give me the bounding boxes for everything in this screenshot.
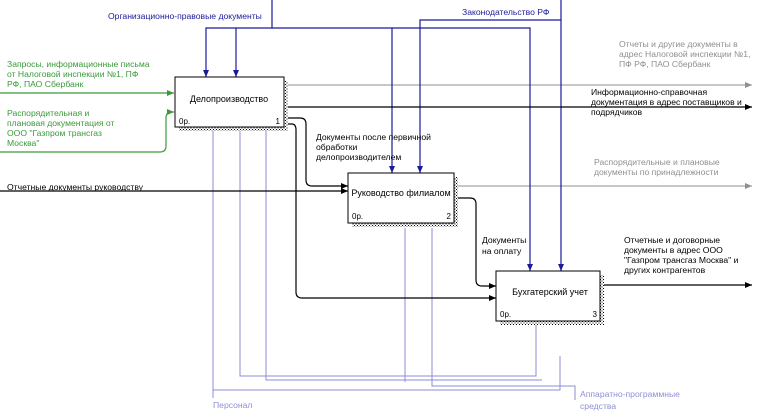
box-3-cost: 0р. xyxy=(500,310,511,319)
box-1-cost: 0р. xyxy=(179,117,190,126)
mechanism-personnel-2 xyxy=(239,130,537,377)
control-box1-a xyxy=(203,0,273,77)
green-input-arrows xyxy=(0,90,174,153)
output-contract-docs-label: Отчетные и договорные документы в адрес … xyxy=(624,235,741,275)
input-directive-label: Распорядительная и плановая документация… xyxy=(7,108,117,148)
control-legislation-label: Законодательство РФ xyxy=(462,7,550,17)
mechanism-hw-1 xyxy=(265,130,542,381)
gray-output-arrows xyxy=(288,82,752,189)
internal-after-review-label: Документы после первичной обработки дело… xyxy=(316,132,433,162)
black-arrows xyxy=(0,104,752,301)
box-2-cost: 0р. xyxy=(352,212,363,221)
input-requests-label: Запросы, информационные письма от Налого… xyxy=(7,59,152,89)
mechanism-box2-hw xyxy=(431,228,576,400)
mechanism-arrows xyxy=(212,130,576,400)
control-box3-org xyxy=(392,27,533,271)
activity-box-2[interactable]: Руководство филиалом 0р. 2 xyxy=(347,172,458,227)
mechanism-personnel-1 xyxy=(212,130,561,391)
mechanism-hw-sw-label: Аппаратно-программные средства xyxy=(580,389,682,411)
box-1-name: Делопроизводство xyxy=(190,94,268,104)
output-info-ref-label: Информационно-справочная документация в … xyxy=(591,87,744,117)
internal-payment-docs-label: Документы на оплату xyxy=(482,235,529,256)
output-directive-plan-label: Распорядительные и плановые документы по… xyxy=(594,157,722,177)
control-org-legal-label: Организационно-правовые документы xyxy=(108,11,262,21)
internal-box1-box3-arrow xyxy=(288,123,496,301)
box-3-name: Бухгатерский учет xyxy=(512,287,588,297)
control-box2-law xyxy=(417,0,562,173)
box-3-number: 3 xyxy=(593,310,598,319)
input-reports-label: Отчетные документы руководству xyxy=(7,182,144,192)
activity-box-3[interactable]: Бухгатерский учет 0р. 3 xyxy=(495,270,604,325)
internal-after-review-arrow xyxy=(288,117,348,189)
box-1-number: 1 xyxy=(276,117,281,126)
mechanism-personnel-label: Персонал xyxy=(213,400,252,410)
internal-payment-docs-arrow xyxy=(458,197,496,289)
input-directive-arrow xyxy=(0,109,174,153)
box-2-name: Руководство филиалом xyxy=(351,188,450,198)
output-reports-tax-label: Отчеты и другие документы в адрес Налого… xyxy=(619,39,753,69)
box-2-number: 2 xyxy=(447,212,452,221)
activity-box-1[interactable]: Делопроизводство 0р. 1 xyxy=(174,76,288,131)
control-arrows xyxy=(203,0,564,271)
